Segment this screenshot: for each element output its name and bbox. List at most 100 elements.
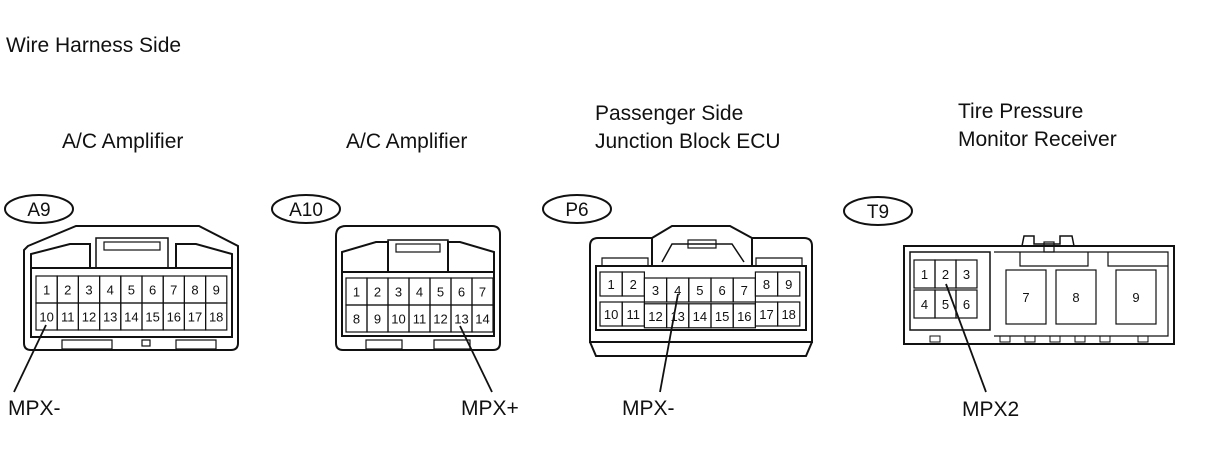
p6-pin-label: 6: [718, 283, 725, 298]
a9-pin-label: 9: [213, 283, 220, 298]
a10-code-badge: [271, 194, 341, 224]
p6-housing: [589, 225, 813, 357]
page-title: Wire Harness Side: [6, 34, 181, 57]
p6-pin-label: 3: [652, 283, 659, 298]
p6-pin-label: 2: [630, 277, 637, 292]
p6-pin-label: 4: [674, 283, 681, 298]
a9-pin-label: 6: [149, 283, 156, 298]
p6-pin-label: 12: [648, 309, 662, 324]
a9-pin-label: 4: [107, 283, 114, 298]
p6-pin-cell: [776, 271, 801, 297]
a10-pin-label: 14: [475, 312, 489, 327]
a9-pin-label: 11: [61, 310, 75, 325]
a9-pin-label: 3: [85, 283, 92, 298]
p6-code: P6: [565, 200, 588, 221]
a10-pin-label: 10: [391, 312, 405, 327]
a10-pin-label: 12: [433, 312, 447, 327]
a10-code: A10: [289, 200, 323, 221]
p6-pin-label: 1: [607, 277, 614, 292]
a10-signal: MPX+: [461, 397, 519, 420]
a9-pin-label: 15: [145, 310, 159, 325]
t9-name-line2: Monitor Receiver: [958, 128, 1117, 151]
p6-pin-label: 14: [693, 309, 707, 324]
a10-housing: [335, 225, 501, 351]
a10-pin-label: 3: [395, 285, 402, 300]
p6-name-line2: Junction Block ECU: [595, 130, 781, 153]
p6-pin-label: 5: [696, 283, 703, 298]
a10-pin-cell: [471, 304, 494, 333]
t9-pin-label: 6: [963, 297, 970, 312]
t9-pin-cell: [1055, 269, 1097, 325]
t9-pin-cell: [1005, 269, 1047, 325]
t9-name-line1: Tire Pressure: [958, 100, 1083, 123]
a9-pin-label: 2: [64, 283, 71, 298]
t9-code: T9: [867, 202, 889, 223]
a10-pin-label: 2: [374, 285, 381, 300]
t9-housing: [903, 235, 1175, 345]
p6-leader-line: [659, 293, 679, 393]
a9-code: A9: [27, 200, 50, 221]
p6-code-badge: [542, 194, 612, 224]
a9-pin-label: 7: [170, 283, 177, 298]
a9-housing: [23, 225, 239, 351]
a10-leader-line: [459, 325, 493, 393]
t9-pin-label: 8: [1072, 290, 1079, 305]
a9-signal: MPX-: [8, 397, 61, 420]
a10-pin-label: 5: [437, 285, 444, 300]
t9-pin-label: 5: [942, 297, 949, 312]
p6-pin-label: 17: [759, 307, 773, 322]
a9-pin-label: 13: [103, 310, 117, 325]
a9-leader-line: [13, 324, 47, 393]
a9-pin-label: 17: [188, 310, 202, 325]
a10-pin-label: 11: [413, 312, 427, 327]
p6-pin-label: 8: [763, 277, 770, 292]
a9-pin-label: 8: [191, 283, 198, 298]
t9-pin-cell: [955, 289, 978, 319]
p6-pin-label: 16: [737, 309, 751, 324]
p6-signal: MPX-: [622, 397, 675, 420]
t9-pin-label: 7: [1022, 290, 1029, 305]
a10-pin-label: 8: [353, 312, 360, 327]
t9-pin-cell: [955, 259, 978, 289]
a10-name: A/C Amplifier: [346, 130, 467, 153]
p6-pin-label: 18: [781, 307, 795, 322]
t9-code-badge: [843, 196, 913, 226]
t9-pin-label: 3: [963, 267, 970, 282]
a9-pin-label: 1: [43, 283, 50, 298]
t9-signal: MPX2: [962, 398, 1019, 421]
t9-pin-cell: [1115, 269, 1157, 325]
a9-name: A/C Amplifier: [62, 130, 183, 153]
a10-pin-label: 1: [353, 285, 360, 300]
a9-pin-label: 14: [124, 310, 138, 325]
p6-pin-label: 10: [604, 307, 618, 322]
p6-pin-label: 15: [715, 309, 729, 324]
a10-pin-label: 6: [458, 285, 465, 300]
a10-pin-label: 4: [416, 285, 423, 300]
a9-pin-label: 5: [128, 283, 135, 298]
a9-pin-label: 18: [209, 310, 223, 325]
p6-pin-label: 9: [785, 277, 792, 292]
p6-pin-label: 11: [627, 307, 641, 322]
a10-pin-label: 13: [454, 312, 468, 327]
a9-pin-cell: [205, 302, 228, 331]
a9-pin-label: 12: [82, 310, 96, 325]
t9-pin-label: 1: [921, 267, 928, 282]
a9-code-badge: [4, 194, 74, 224]
a9-pin-label: 16: [167, 310, 181, 325]
a10-pin-label: 9: [374, 312, 381, 327]
t9-pin-label: 2: [942, 267, 949, 282]
t9-pin-label: 4: [921, 297, 928, 312]
t9-pin-label: 9: [1132, 290, 1139, 305]
t9-leader-line: [945, 283, 987, 393]
p6-pin-label: 7: [741, 283, 748, 298]
p6-name-line1: Passenger Side: [595, 102, 743, 125]
